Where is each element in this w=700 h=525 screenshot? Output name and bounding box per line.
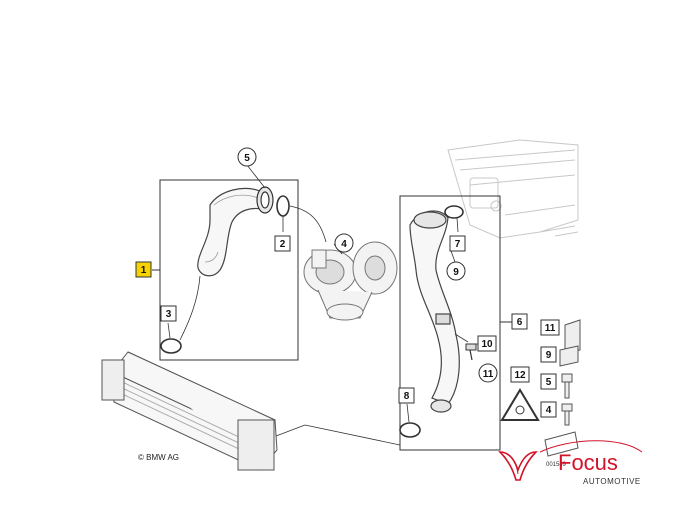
callout-11 bbox=[478, 363, 498, 383]
callout-6-label: 6 bbox=[517, 317, 523, 328]
callout-5 bbox=[237, 147, 257, 167]
intercooler-drawing bbox=[101, 351, 278, 471]
callout-3 bbox=[160, 305, 177, 322]
brand-name: Focus bbox=[558, 450, 618, 475]
small-parts-drawing bbox=[559, 319, 581, 426]
callout-12 bbox=[510, 366, 530, 383]
callout-9-right-label: 9 bbox=[546, 350, 552, 361]
callout-7 bbox=[449, 235, 466, 252]
callout-9-label: 9 bbox=[453, 267, 459, 278]
focus-automotive-logo: Focus AUTOMOTIVE bbox=[498, 440, 643, 486]
charge-pipe-drawing bbox=[409, 210, 460, 413]
callout-4-right bbox=[540, 401, 557, 418]
callout-10 bbox=[477, 335, 497, 352]
brand-subtitle: AUTOMOTIVE bbox=[583, 477, 641, 486]
warning-triangle-icon bbox=[500, 388, 540, 421]
callout-8-label: 8 bbox=[404, 391, 410, 402]
callout-3-label: 3 bbox=[166, 309, 172, 320]
leader-line bbox=[275, 424, 306, 437]
callout-4 bbox=[334, 233, 354, 253]
callout-5-right bbox=[540, 373, 557, 390]
hose-clamp-drawing bbox=[256, 186, 274, 214]
callout-11-label: 11 bbox=[483, 369, 494, 380]
callout-9 bbox=[446, 261, 466, 281]
seal-ring-drawing bbox=[399, 422, 421, 438]
callout-7-label: 7 bbox=[455, 239, 461, 250]
callout-6 bbox=[511, 313, 528, 330]
callout-11-right-label: 11 bbox=[545, 323, 556, 334]
turbocharger-drawing bbox=[303, 241, 398, 321]
charge-air-hose-drawing bbox=[197, 187, 267, 277]
drawing-code-box bbox=[544, 431, 579, 457]
leader-lines bbox=[167, 164, 327, 341]
sensor-drawing bbox=[465, 343, 477, 361]
seal-ring-drawing bbox=[444, 205, 464, 219]
callout-12-label: 12 bbox=[514, 370, 526, 381]
callout-9-right bbox=[540, 346, 557, 363]
group-frame-right bbox=[399, 195, 501, 451]
callout-1-label: 1 bbox=[141, 265, 147, 276]
callout-5-right-label: 5 bbox=[546, 377, 552, 388]
leader-line bbox=[304, 424, 401, 446]
seal-ring-drawing bbox=[276, 195, 290, 217]
callout-8 bbox=[398, 387, 415, 404]
callout-2 bbox=[274, 235, 291, 252]
callout-4-right-label: 4 bbox=[546, 405, 552, 416]
callout-2-label: 2 bbox=[280, 239, 286, 250]
callout-5-label: 5 bbox=[244, 153, 250, 164]
intake-manifold-drawing bbox=[447, 139, 579, 239]
callout-10-label: 10 bbox=[481, 339, 493, 350]
copyright-text: © BMW AG bbox=[138, 453, 179, 462]
callout-1 bbox=[135, 261, 152, 278]
logo-mark-icon bbox=[498, 451, 538, 481]
callout-4-label: 4 bbox=[341, 239, 347, 250]
drawing-code: 001549 bbox=[546, 462, 567, 468]
seal-ring-drawing bbox=[160, 338, 182, 354]
callout-11-right bbox=[540, 319, 560, 336]
